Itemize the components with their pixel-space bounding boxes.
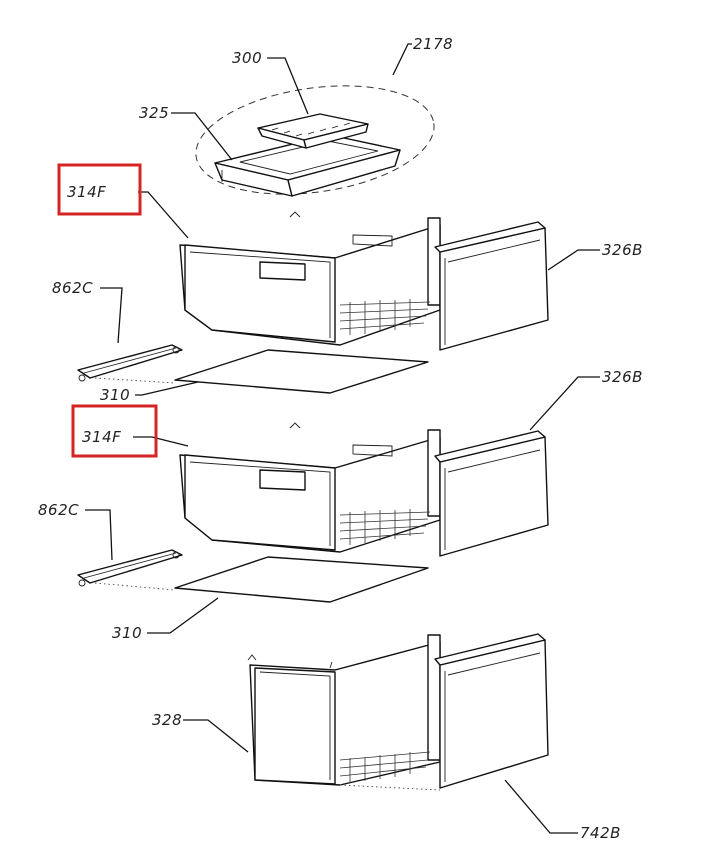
- label-325: 325: [139, 104, 169, 122]
- label-742b: 742B: [580, 824, 621, 842]
- cover-326b-mid[interactable]: [434, 430, 549, 557]
- label-2178: 2178: [413, 35, 453, 53]
- drawer-314f-mid[interactable]: [179, 422, 441, 553]
- tray-300[interactable]: [257, 113, 369, 149]
- label-326b-mid: 326B: [602, 368, 643, 386]
- label-862c-mid: 862C: [38, 501, 79, 519]
- label-326b-top: 326B: [602, 241, 643, 259]
- label-862c-top: 862C: [52, 279, 93, 297]
- kit-2178-group: [195, 85, 435, 197]
- cover-326b-top[interactable]: [434, 221, 549, 351]
- drawer-328[interactable]: [247, 634, 441, 786]
- glass-310-mid[interactable]: [174, 556, 429, 603]
- rail-862c-top[interactable]: [77, 344, 183, 382]
- label-314f-top: 314F: [67, 183, 106, 201]
- highlight-box-314f-mid: [71, 404, 158, 458]
- label-300: 300: [232, 49, 262, 67]
- rail-862c-mid[interactable]: [77, 549, 183, 587]
- cover-742b[interactable]: [434, 633, 549, 789]
- drawer-314f-top[interactable]: [179, 211, 441, 346]
- label-328: 328: [152, 711, 182, 729]
- highlight-box-314f-top: [57, 163, 142, 216]
- kit-2178-dashed-outline: [195, 85, 435, 195]
- glass-310-top[interactable]: [174, 349, 429, 394]
- label-310-mid: 310: [112, 624, 142, 642]
- label-314f-mid: 314F: [82, 428, 121, 446]
- label-310-top: 310: [100, 386, 130, 404]
